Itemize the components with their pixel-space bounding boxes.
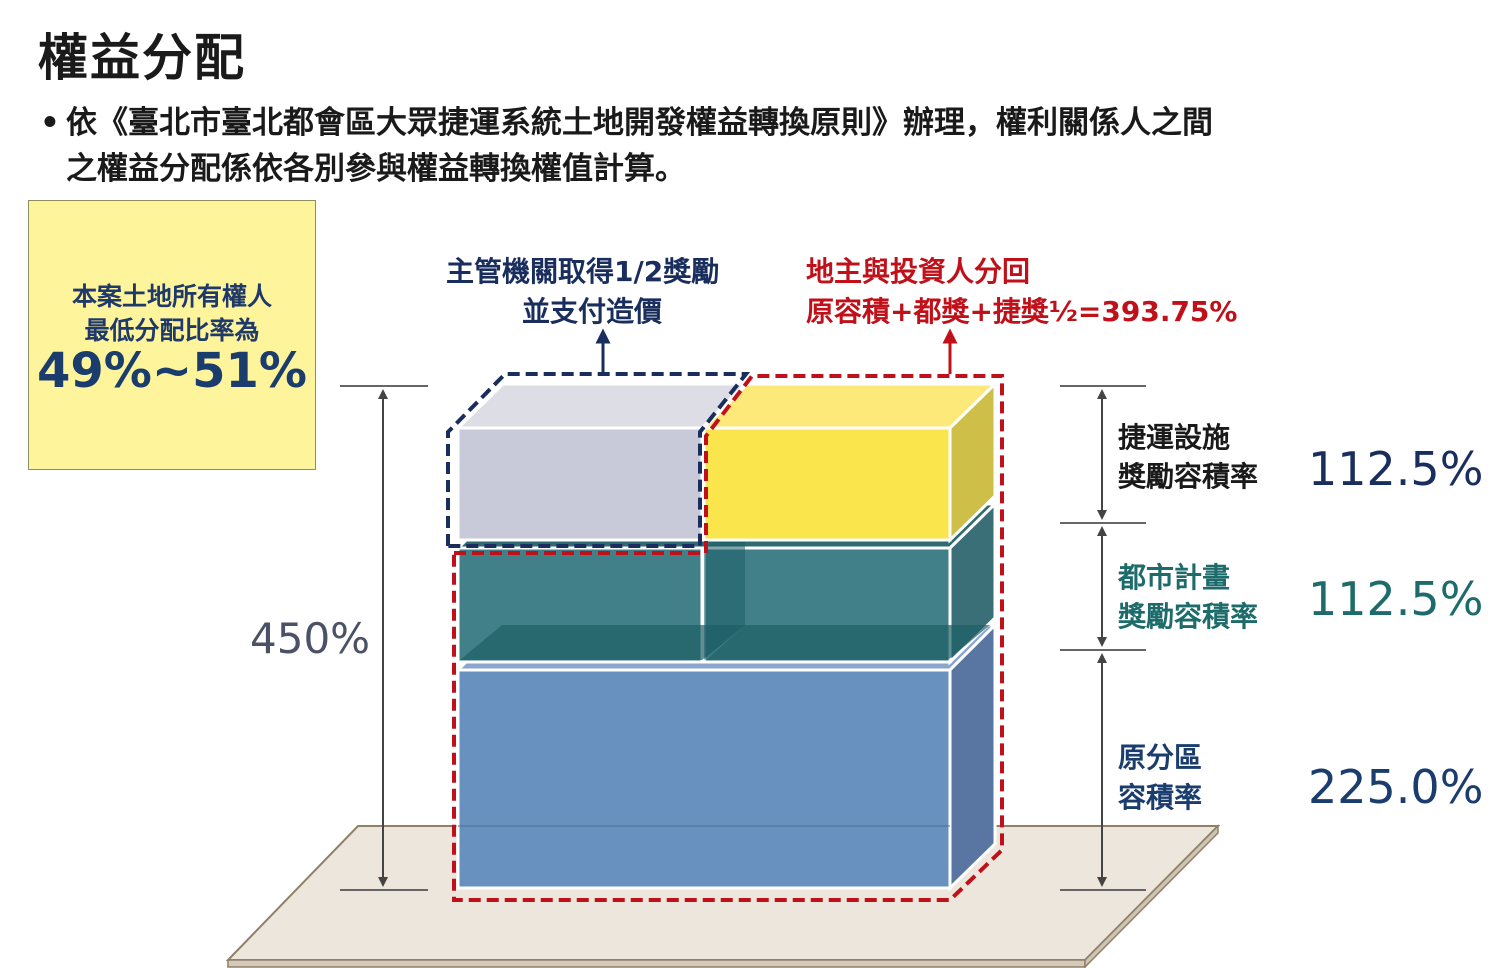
base-layer-name-1: 原分區	[1118, 741, 1203, 774]
description-line-1: 依《臺北市臺北都會區大眾捷運系統土地開發權益轉換原則》辦理，權利關係人之間	[66, 105, 1213, 141]
block-mrt-bonus-owner	[700, 380, 999, 544]
owner-callout-line-1: 地主與投資人分回	[806, 255, 1031, 288]
layer-dimensions	[1060, 385, 1146, 891]
total-far-label: 450%	[250, 614, 371, 663]
mrt-layer-value: 112.5%	[1308, 442, 1484, 496]
total-height-dimension	[340, 385, 428, 891]
authority-callout-line-2: 並支付造價	[522, 295, 663, 328]
description-line-2: 之權益分配係依各別參與權益轉換權值計算。	[66, 151, 686, 187]
authority-share-outline	[446, 372, 751, 548]
block-base-far	[454, 621, 999, 892]
owner-share-outline	[452, 374, 1004, 902]
base-layer-value: 225.0%	[1308, 760, 1484, 814]
urban-layer-name-1: 都市計畫	[1118, 561, 1231, 594]
page-title: 權益分配	[38, 29, 246, 87]
note-line-2: 最低分配比率為	[84, 316, 260, 345]
urban-layer-value: 112.5%	[1308, 572, 1484, 626]
mrt-layer-name-2: 獎勵容積率	[1118, 460, 1259, 493]
bullet-dot: •	[40, 105, 60, 141]
urban-layer-name-2: 獎勵容積率	[1118, 600, 1259, 633]
owner-callout-line-2: 原容積+都獎+捷獎½=393.75%	[806, 295, 1238, 328]
allocation-note-box: 本案土地所有權人 最低分配比率為 49%~51%	[28, 200, 316, 470]
note-line-1: 本案土地所有權人	[71, 282, 272, 311]
mrt-layer-name-1: 捷運設施	[1118, 421, 1231, 454]
note-ratio: 49%~51%	[37, 343, 307, 399]
base-layer-name-2: 容積率	[1118, 781, 1203, 814]
authority-callout-line-1: 主管機關取得1/2獎勵	[446, 255, 720, 288]
